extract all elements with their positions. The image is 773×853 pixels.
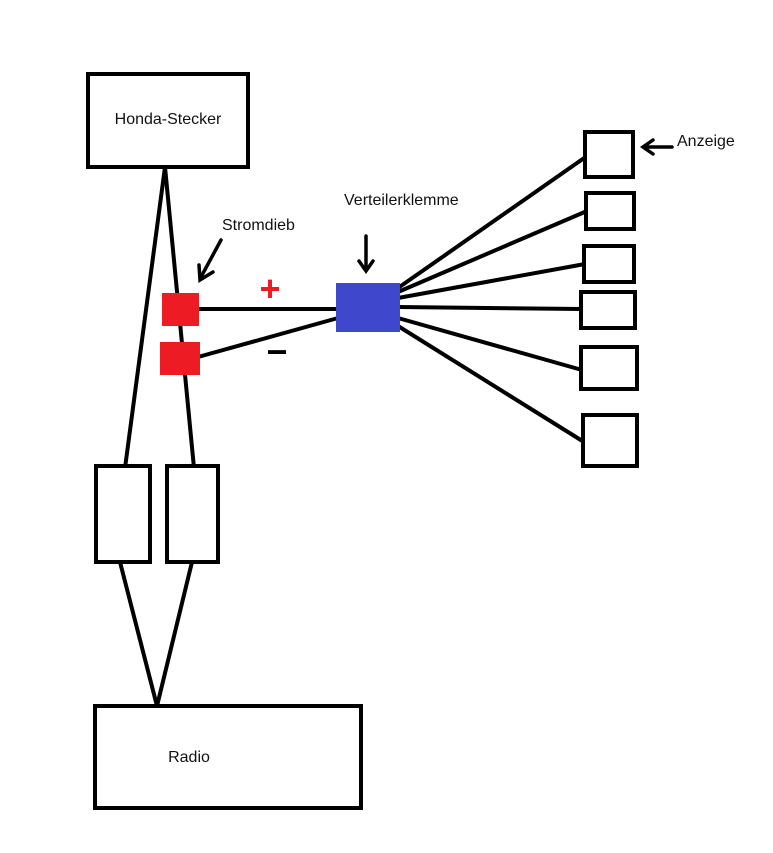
wire-to-display-2 [396, 209, 589, 294]
distribution-terminal-label: Verteilerklemme [344, 192, 459, 209]
display-label: Anzeige [677, 133, 735, 150]
display-box-6 [581, 413, 639, 468]
harness-plug-left [94, 464, 152, 564]
honda-connector-label: Honda-Stecker [115, 111, 222, 128]
display-box-3 [582, 244, 636, 284]
plus-sign: + [259, 268, 280, 309]
distribution-terminal [336, 283, 400, 332]
wire-to-display-4 [396, 305, 584, 311]
display-box-5 [579, 345, 639, 391]
wire-left-honda-to-plug [123, 165, 167, 470]
display-box-1 [583, 130, 635, 179]
arrow-left-icon [639, 138, 674, 156]
wire-to-display-5 [396, 316, 584, 372]
radio-box [93, 704, 363, 810]
wire-to-display-1 [396, 154, 589, 290]
wire-left-plug-to-radio [118, 560, 159, 708]
arrow-down-left-icon [197, 238, 223, 284]
wire-right-plug-to-radio [155, 560, 194, 708]
fuse-tap-minus [160, 342, 200, 375]
wire-to-display-3 [396, 262, 587, 300]
wire-minus [196, 316, 340, 359]
arrow-down-icon [357, 234, 375, 275]
radio-label: Radio [168, 749, 210, 766]
fuse-tap-label: Stromdieb [222, 217, 295, 234]
display-box-2 [584, 191, 636, 231]
honda-connector-box [86, 72, 250, 169]
minus-sign: − [266, 331, 287, 372]
wire-to-display-6 [396, 324, 586, 444]
harness-plug-right [165, 464, 220, 564]
display-box-4 [579, 290, 637, 330]
fuse-tap-plus [162, 293, 199, 326]
